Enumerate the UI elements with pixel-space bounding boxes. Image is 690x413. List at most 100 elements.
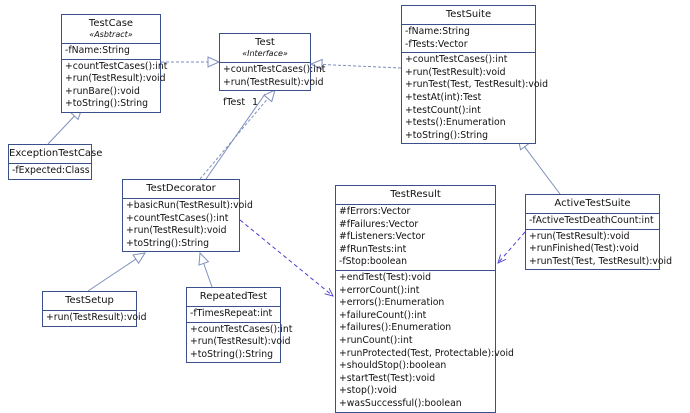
attribute-item: #fRunTests:int [339, 243, 407, 255]
operation-item: +stop():void [339, 385, 397, 397]
operation-item: +shouldStop():boolean [339, 360, 447, 372]
class-operations: +endTest(Test):void+errorCount():int+err… [336, 271, 514, 412]
class-operations: +basicRun(TestResult):void+countTestCase… [123, 199, 253, 251]
operation-item: +testAt(int):Test [405, 91, 482, 103]
operation-item: +failures():Enumeration [339, 322, 452, 334]
operation-item: +countTestCases():int [223, 64, 326, 75]
class-name: RepeatedTest [199, 291, 268, 302]
operation-item: +errorCount():int [339, 284, 420, 296]
class-name: TestDecorator [146, 183, 216, 194]
class-header: TestSuite [402, 6, 535, 25]
class-name: TestCase [88, 18, 134, 29]
class-exceptiontestcase[interactable]: ExceptionTestCase -fExpected:Class [8, 144, 103, 180]
relationship-lines [47, 56, 561, 403]
operation-item: +testCount():int [405, 104, 481, 116]
class-stereotype: «Interface» [242, 49, 288, 58]
attribute-item: -fTimesRepeat:int [190, 308, 273, 319]
testdecorator-depends-testresult [239, 219, 333, 296]
testsetup-extends-testdecorator [87, 258, 137, 292]
class-name: TestResult [390, 189, 441, 200]
class-header: TestDecorator [123, 180, 239, 199]
testdecorator-realizes-test-arrowhead [263, 89, 276, 103]
attribute-item: #fListeners:Vector [339, 231, 426, 243]
operation-item: +run(TestResult):void [65, 73, 166, 85]
testsuite-realizes-test-arrowhead [309, 58, 323, 71]
operation-item: +toString():String [405, 129, 489, 141]
testcase-realizes-test-arrowhead [207, 56, 221, 68]
repeatedtest-extends-testdecorator-arrowhead [198, 251, 210, 266]
class-repeatedtest[interactable]: RepeatedTest -fTimesRepeat:int +countTestC… [186, 287, 293, 364]
operation-item: +wasSuccessful():boolean [339, 397, 462, 409]
class-stereotype: «Asbtract» [89, 30, 133, 39]
operation-item: +countTestCases():int [65, 60, 168, 72]
class-name: Test [255, 37, 275, 48]
class-operations: +run(TestResult):void+runFinished(Test):… [526, 230, 673, 270]
class-testcase[interactable]: TestCase«Asbtract»-fName:String+countTes… [61, 14, 168, 113]
class-testsuite[interactable]: TestSuite -fName:String-fTests:Vector+cou… [401, 5, 549, 145]
testsuite-realizes-test [321, 63, 402, 69]
operation-item: +errors():Enumeration [339, 297, 445, 309]
operation-item: +run(TestResult):void [405, 66, 506, 78]
class-operations: +countTestCases():int+run(TestResult):vo… [402, 53, 549, 143]
operation-item: +runProtected(Test, Protectable):void [339, 347, 514, 359]
class-header: TestCase«Asbtract» [62, 15, 160, 44]
uml-class-diagram: TestCase«Asbtract»-fName:String+countTes… [8, 5, 673, 413]
class-operations: +countTestCases():int+run(TestResult):vo… [62, 60, 168, 112]
testsetup-extends-testdecorator-arrowhead [132, 252, 147, 265]
class-operations: +countTestCases():int+run(TestResult):vo… [220, 63, 326, 90]
operation-item: +basicRun(TestResult):void [126, 200, 253, 211]
operation-item: +endTest(Test):void [339, 271, 431, 283]
class-activetestsuite[interactable]: ActiveTestSuite -fActiveTestDeathCount:in… [525, 194, 673, 271]
class-operations: +run(TestResult):void [43, 311, 147, 326]
operation-item: +runCount():int [339, 334, 413, 346]
class-testdecorator[interactable]: TestDecorator+basicRun(TestResult):void+… [122, 179, 253, 253]
operation-item: +run(TestResult):void [190, 336, 291, 348]
attribute-item: -fName:String [405, 26, 470, 37]
testdecorator-association-test [205, 93, 266, 180]
class-name: TestSuite [445, 9, 492, 20]
operation-item: +countTestCases():int [190, 323, 293, 335]
operation-item: +tests():Enumeration [405, 117, 506, 129]
operation-item: +toString():String [65, 98, 149, 110]
operation-item: +runTest(Test, TestResult):void [405, 79, 549, 91]
class-attributes: -fTimesRepeat:int [187, 307, 280, 323]
class-testsetup[interactable]: TestSetup +run(TestResult):void [42, 291, 147, 327]
attribute-item: -fName:String [65, 45, 130, 56]
operation-item: +run(TestResult):void [46, 312, 147, 323]
operation-item: +runTest(Test, TestResult):void [529, 255, 673, 267]
class-test[interactable]: Test«Interface»+countTestCases():int+run… [219, 33, 326, 92]
operation-item: +run(TestResult):void [223, 76, 324, 88]
class-name: TestSetup [65, 295, 114, 306]
class-attributes: #fErrors:Vector#fFailures:Vector#fListen… [336, 205, 495, 271]
operation-item: +runFinished(Test):void [529, 243, 639, 255]
class-testresult[interactable]: TestResult #fErrors:Vector#fFailures:Vect… [335, 185, 514, 413]
class-name: ExceptionTestCase [9, 148, 103, 159]
operation-item: +runBare():void [65, 85, 140, 97]
association-multiplicity-label: 1 [252, 97, 259, 108]
class-attributes: -fName:String [62, 44, 160, 60]
attribute-item: #fErrors:Vector [339, 206, 411, 217]
operation-item: +failureCount():int [339, 309, 427, 321]
class-attributes: -fName:String-fTests:Vector [402, 25, 535, 54]
repeatedtest-extends-testdecorator [203, 263, 213, 288]
operation-item: +toString():String [190, 348, 274, 360]
class-attributes: -fExpected:Class [9, 164, 91, 179]
class-header: ActiveTestSuite [526, 195, 659, 214]
operation-item: +toString():String [126, 237, 210, 249]
activetestsuite-extends-testsuite [524, 146, 561, 195]
operation-item: +startTest(Test):void [339, 372, 436, 384]
attribute-item: -fExpected:Class [12, 165, 90, 176]
class-header: RepeatedTest [187, 288, 280, 307]
class-header: TestSetup [43, 292, 136, 311]
activetestsuite-depends-testresult [498, 231, 526, 263]
class-header: Test«Interface» [220, 34, 310, 63]
operation-item: +run(TestResult):void [126, 225, 227, 237]
attribute-item: -fStop:boolean [339, 256, 408, 268]
exceptiontestcase-extends-testcase [47, 115, 75, 145]
class-header: ExceptionTestCase [9, 145, 103, 164]
attribute-item: -fActiveTestDeathCount:int [529, 215, 654, 226]
class-header: TestResult [336, 186, 495, 205]
class-name: ActiveTestSuite [554, 198, 631, 209]
operation-item: +countTestCases():int [405, 54, 508, 66]
attribute-item: #fFailures:Vector [339, 218, 419, 230]
